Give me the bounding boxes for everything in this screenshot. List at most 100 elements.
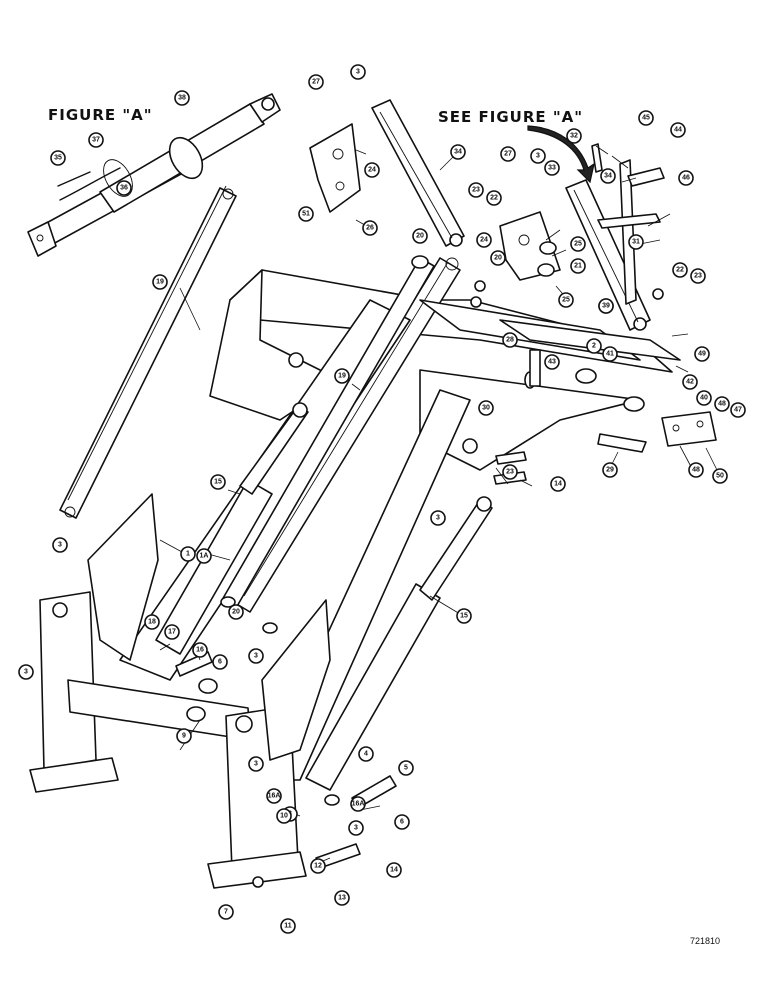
svg-text:31: 31 [632, 239, 640, 246]
drawing-number: 721810 [690, 936, 720, 946]
svg-text:45: 45 [642, 115, 650, 122]
callout-16a-b: 16A [350, 796, 366, 812]
callout-24-b: 24 [476, 232, 492, 248]
svg-text:20: 20 [232, 609, 240, 616]
callout-25-a: 25 [570, 236, 586, 252]
boom-tower-left [87, 493, 159, 661]
svg-text:6: 6 [400, 819, 404, 826]
svg-text:15: 15 [460, 613, 468, 620]
callout-30-a: 30 [478, 400, 494, 416]
callout-29: 29 [602, 462, 618, 478]
callout-12: 12 [310, 858, 326, 874]
svg-text:16: 16 [196, 647, 204, 654]
svg-text:15: 15 [214, 479, 222, 486]
svg-text:47: 47 [734, 407, 742, 414]
svg-text:1A: 1A [200, 553, 209, 560]
callout-45: 45 [638, 110, 654, 126]
callout-22-b: 22 [672, 262, 688, 278]
svg-text:21: 21 [574, 263, 582, 270]
callout-20-c: 20 [228, 604, 244, 620]
callout-25-b: 25 [558, 292, 574, 308]
svg-text:24: 24 [480, 237, 488, 244]
callout-36: 36 [116, 180, 132, 196]
svg-text:25: 25 [574, 241, 582, 248]
svg-text:43: 43 [548, 359, 556, 366]
callout-16: 16 [192, 642, 208, 658]
callout-1: 1 [180, 546, 196, 562]
callout-40: 40 [696, 390, 712, 406]
svg-text:3: 3 [436, 515, 440, 522]
svg-text:9: 9 [182, 733, 186, 740]
svg-text:22: 22 [490, 195, 498, 202]
callout-27-b: 27 [500, 146, 516, 162]
svg-text:4: 4 [364, 751, 368, 758]
callout-47: 47 [730, 402, 746, 418]
callout-6-a: 6 [212, 654, 228, 670]
callout-24-a: 24 [364, 162, 380, 178]
svg-text:34: 34 [604, 173, 612, 180]
svg-text:41: 41 [606, 351, 614, 358]
bracket-24-upper [309, 123, 361, 213]
lift-cylinder-15-left [155, 479, 273, 655]
svg-text:37: 37 [92, 137, 100, 144]
callout-43: 43 [544, 354, 560, 370]
figure-a-heading: FIGURE "A" [48, 106, 153, 124]
callout-9: 9 [176, 728, 192, 744]
callout-3-h: 3 [530, 148, 546, 164]
svg-text:20: 20 [494, 255, 502, 262]
svg-text:36: 36 [120, 185, 128, 192]
svg-text:3: 3 [58, 542, 62, 549]
svg-text:19: 19 [156, 279, 164, 286]
svg-text:40: 40 [700, 395, 708, 402]
callout-20-a: 20 [412, 228, 428, 244]
callout-13: 13 [334, 890, 350, 906]
svg-text:49: 49 [698, 351, 706, 358]
cylinder-34-left [371, 99, 465, 247]
svg-text:19: 19 [338, 373, 346, 380]
callout-19-a: 19 [152, 274, 168, 290]
svg-text:18: 18 [148, 619, 156, 626]
svg-text:23: 23 [694, 273, 702, 280]
callout-3-d: 3 [248, 756, 264, 772]
callout-41: 41 [602, 346, 618, 362]
svg-text:23: 23 [472, 187, 480, 194]
callout-3-b: 3 [18, 664, 34, 680]
svg-text:23: 23 [506, 469, 514, 476]
callout-33: 33 [544, 160, 560, 176]
rod-19-left [59, 187, 237, 519]
svg-text:6: 6 [218, 659, 222, 666]
callout-14-b: 14 [550, 476, 566, 492]
svg-text:12: 12 [314, 863, 322, 870]
callout-18: 18 [144, 614, 160, 630]
svg-text:30: 30 [482, 405, 490, 412]
svg-text:26: 26 [366, 225, 374, 232]
svg-text:34: 34 [454, 149, 462, 156]
callout-10-label: 10 [276, 808, 292, 824]
callout-7: 7 [218, 904, 234, 920]
callout-11: 11 [280, 918, 296, 934]
svg-text:11: 11 [284, 923, 292, 930]
svg-text:16A: 16A [268, 793, 281, 800]
bracket-24-lower [499, 211, 561, 281]
callout-23-c: 23 [502, 464, 518, 480]
callout-26: 26 [362, 220, 378, 236]
callout-20-b: 20 [490, 250, 506, 266]
svg-text:16A: 16A [352, 801, 365, 808]
svg-text:27: 27 [312, 79, 320, 86]
callout-22-a: 22 [486, 190, 502, 206]
svg-text:3: 3 [536, 153, 540, 160]
callout-23-a: 23 [468, 182, 484, 198]
callout-34-a: 34 [450, 144, 466, 160]
svg-text:42: 42 [686, 379, 694, 386]
callout-16a-a: 16A [266, 788, 282, 804]
callout-49: 49 [694, 346, 710, 362]
svg-text:25: 25 [562, 297, 570, 304]
callout-3-g: 3 [350, 64, 366, 80]
callout-3-e: 3 [348, 820, 364, 836]
svg-text:29: 29 [606, 467, 614, 474]
callout-44: 44 [670, 122, 686, 138]
svg-text:27: 27 [504, 151, 512, 158]
callout-15-a: 15 [210, 474, 226, 490]
callout-15-b: 15 [456, 608, 472, 624]
